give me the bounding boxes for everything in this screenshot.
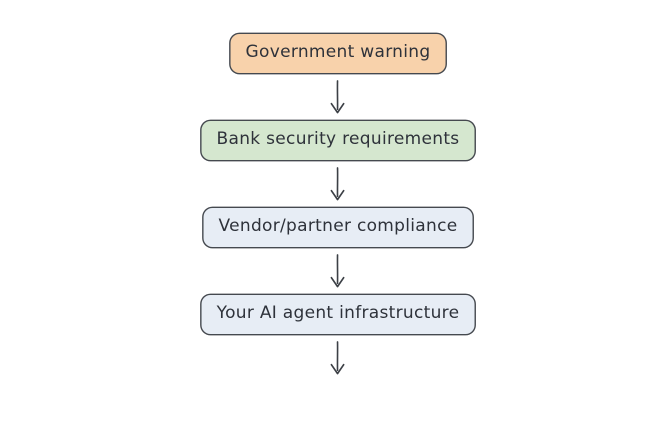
down-arrow-icon [331,341,345,375]
flow-node-label: Your AI agent infrastructure [216,303,460,323]
flow-node-bank-security-requirements: Bank security requirements [200,120,476,161]
down-arrow-icon [331,80,345,114]
flow-node-label: Vendor/partner compliance [218,216,458,236]
flow-node-your-ai-agent-infrastructure: Your AI agent infrastructure [200,294,476,335]
flow-node-label: Bank security requirements [216,129,460,149]
down-arrow-icon [331,254,345,288]
flow-node-vendor-partner-compliance: Vendor/partner compliance [202,207,474,248]
flowchart: Government warning Bank security require… [200,33,476,381]
down-arrow-icon [331,167,345,201]
flow-node-label: Government warning [245,42,431,62]
flow-node-government-warning: Government warning [229,33,447,74]
